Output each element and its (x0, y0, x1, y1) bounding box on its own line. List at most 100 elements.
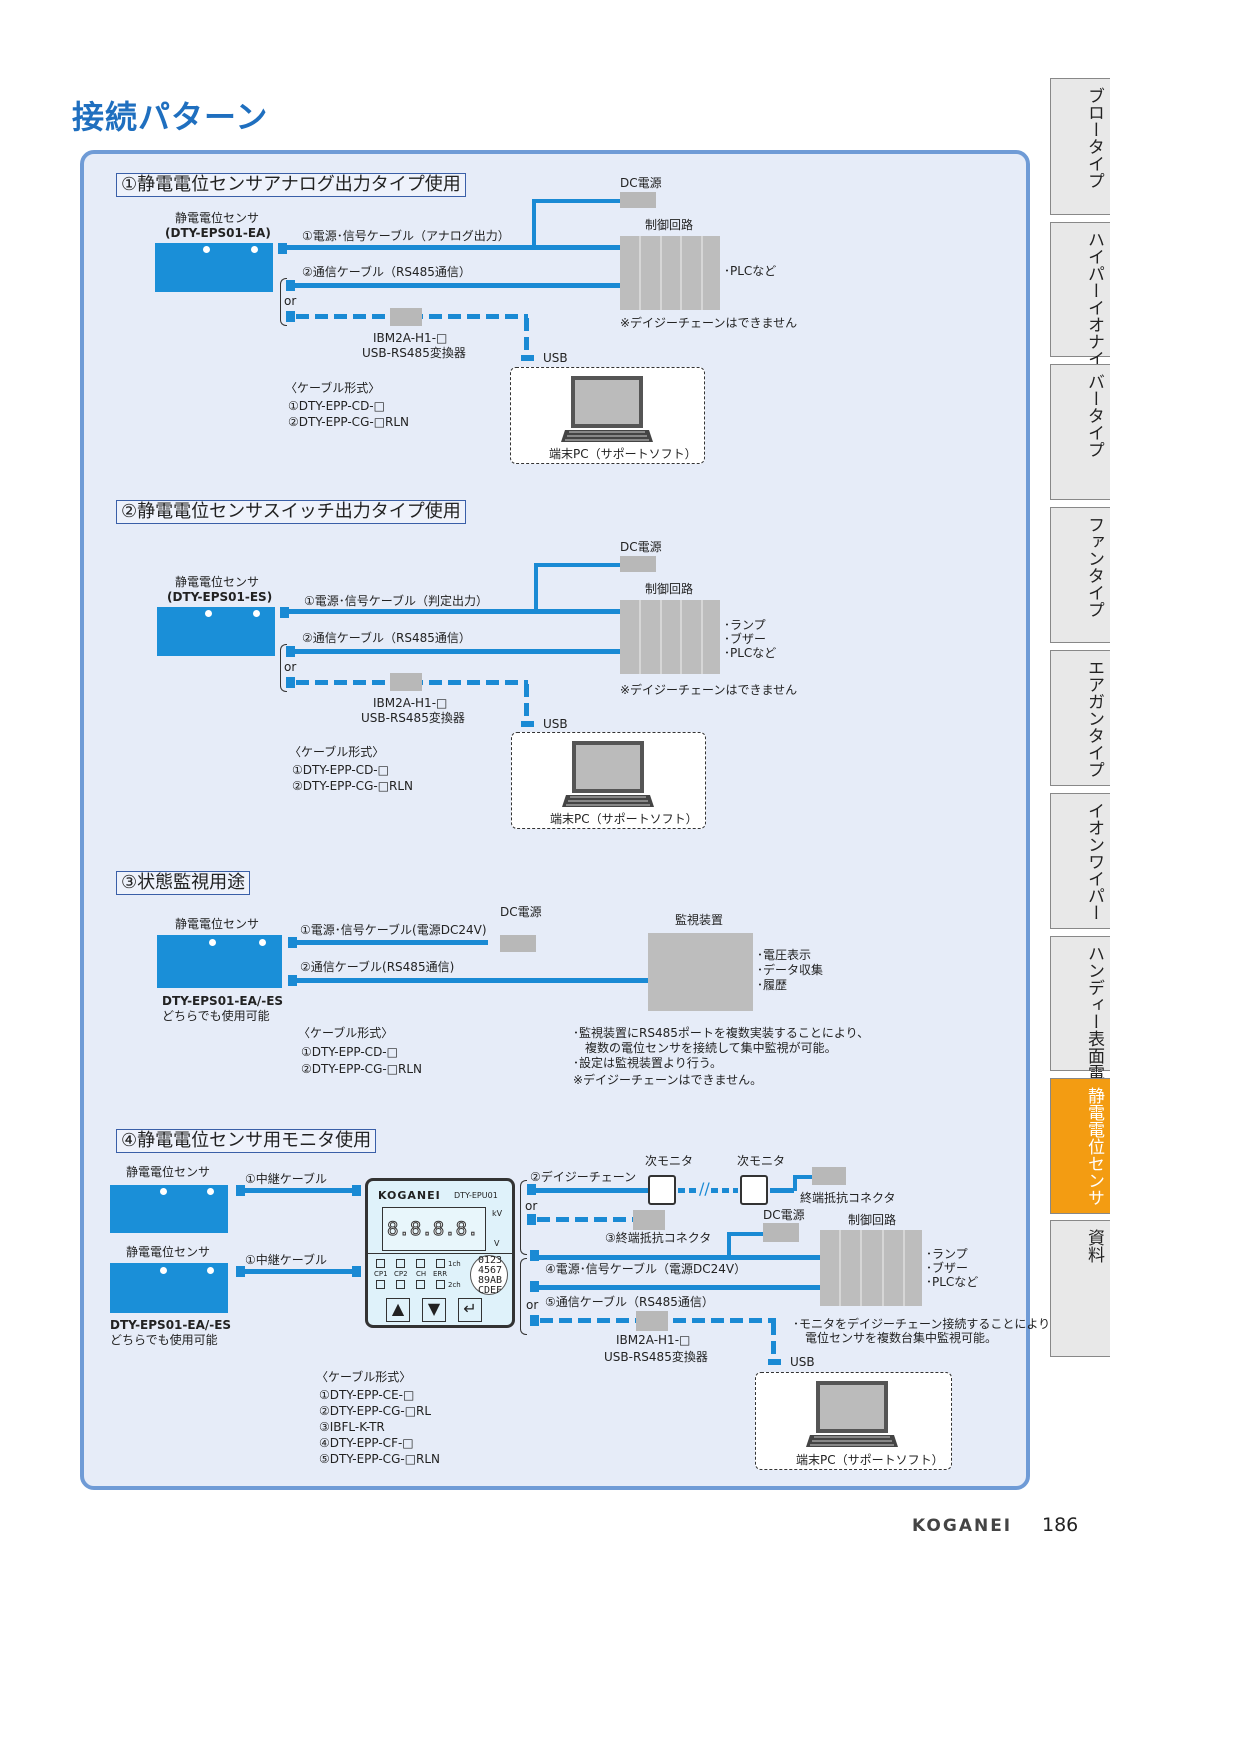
or-label: or (284, 294, 297, 308)
sensor-label: 静電電位センサ (126, 1165, 211, 1179)
tab-fan-type[interactable]: ファンタイプ (1050, 507, 1110, 643)
section-heading: ③状態監視用途 (116, 871, 251, 895)
connector (352, 1185, 361, 1196)
laptop-icon (806, 1381, 898, 1447)
cable-label: ①中継ケーブル (245, 1172, 328, 1186)
tab-handy-meter[interactable]: ハンディー表面電位計 (1050, 936, 1110, 1115)
cable-format-item: ②DTY-EPP-CG-□RLN (292, 779, 414, 793)
brace (280, 278, 287, 326)
dc-power-unit (620, 192, 656, 208)
ch-label: 2ch (448, 1281, 461, 1289)
tab-electrostatic-sensor[interactable]: 静電電位センサ (1050, 1078, 1110, 1214)
cable-label: ①電源･信号ケーブル（判定出力） (304, 594, 489, 608)
usb-converter (390, 308, 422, 326)
note: ※デイジーチェーンはできません (620, 316, 798, 330)
sensor-model: DTY-EPS01-EA/-ES (162, 994, 284, 1008)
output-item: ･電圧表示 (757, 948, 812, 962)
usb-label: USB (543, 351, 568, 365)
note: ･設定は監視装置より行う。 (573, 1056, 723, 1070)
cable-format-title: 〈ケーブル形式〉 (289, 745, 385, 759)
cable-label: ①電源･信号ケーブル（アナログ出力） (302, 229, 510, 243)
pc-box: 端末PC（サポートソフト） (511, 732, 706, 829)
brand-logo: KOGANEI (912, 1516, 1013, 1536)
cable-label: ②通信ケーブル（RS485通信） (302, 631, 471, 645)
pc-box: 端末PC（サポートソフト） (510, 367, 705, 464)
tab-hyper-ionizer[interactable]: ハイパーイオナイザー (1050, 222, 1110, 401)
power-signal-cable (288, 609, 620, 614)
output-item: ･ランプ (724, 618, 766, 632)
tab-label: ファンタイプ (1084, 516, 1104, 618)
connector (236, 1266, 245, 1277)
converter-label: USB-RS485変換器 (362, 346, 466, 360)
connector (530, 1315, 539, 1326)
dc-power-unit (763, 1223, 799, 1242)
dc-power-label: DC電源 (763, 1208, 805, 1222)
note: ･モニタをデイジーチェーン接続することにより (793, 1317, 1051, 1331)
connector (527, 1184, 536, 1195)
connector (278, 243, 287, 254)
monitor-label: 監視装置 (675, 913, 724, 927)
tab-label: バータイプ (1084, 373, 1104, 458)
up-button[interactable]: ▲ (386, 1298, 410, 1322)
tab-airgun-type[interactable]: エアガンタイプ (1050, 650, 1110, 786)
cable-format-item: ①DTY-EPP-CD-□ (301, 1045, 398, 1059)
daisy-chain-cable (535, 1188, 648, 1193)
usb-converter (636, 1311, 668, 1331)
cable-format-item: ⑤DTY-EPP-CG-□RLN (319, 1452, 441, 1466)
pc-label: 端末PC（サポートソフト） (550, 812, 698, 826)
sensor-model: (DTY-EPS01-ES) (167, 590, 273, 604)
terminator-cable (793, 1175, 797, 1191)
dc-branch-cable (727, 1232, 763, 1236)
address-dial[interactable]: 0123456789ABCDEF (470, 1255, 508, 1296)
enter-button[interactable]: ↵ (458, 1298, 482, 1322)
dc-branch-cable (532, 199, 620, 203)
converter-model: IBM2A-H1-□ (616, 1333, 691, 1347)
output-item: ･履歴 (757, 978, 788, 992)
or-label: or (526, 1298, 539, 1312)
pc-label: 端末PC（サポートソフト） (796, 1453, 944, 1467)
next-monitor-label: 次モニタ (645, 1154, 694, 1168)
comm-cable (538, 1285, 820, 1290)
cable-label: ④電源･信号ケーブル（電源DC24V） (545, 1262, 747, 1276)
model-note: どちらでも使用可能 (162, 1009, 270, 1023)
brace (520, 1180, 527, 1255)
cable-format-item: ②DTY-EPP-CG-□RLN (288, 415, 410, 429)
cable-format-title: 〈ケーブル形式〉 (285, 381, 381, 395)
terminator-cable (770, 1188, 794, 1193)
connector (286, 646, 295, 657)
cable-format-item: ②DTY-EPP-CG-□RL (319, 1404, 432, 1418)
usb-plug (521, 355, 534, 361)
control-circuit (620, 236, 720, 310)
cable-label: ⑤通信ケーブル（RS485通信） (545, 1295, 714, 1309)
lcd-digits: 8.8.8.8. (387, 1218, 480, 1241)
led-label: ERR (433, 1270, 448, 1278)
dc-power-unit (620, 556, 656, 572)
break-mark-icon: // (699, 1179, 710, 1198)
converter-label: USB-RS485変換器 (604, 1350, 708, 1364)
terminator-cable (793, 1175, 813, 1179)
output-item: ･ブザー (926, 1261, 969, 1275)
down-button[interactable]: ▼ (422, 1298, 446, 1322)
dc-branch-cable (532, 200, 536, 248)
brace (280, 644, 287, 692)
unit-v: V (494, 1239, 500, 1248)
led-label: CP2 (394, 1270, 408, 1278)
tab-blow-type[interactable]: ブロータイプ (1050, 78, 1110, 215)
output-item: ･PLCなど (724, 646, 777, 660)
dc-branch-cable (727, 1233, 731, 1258)
tab-label: 静電電位センサ (1084, 1087, 1104, 1206)
cable-format-title: 〈ケーブル形式〉 (298, 1026, 394, 1040)
tab-bar-type[interactable]: バータイプ (1050, 364, 1110, 500)
control-label: 制御回路 (645, 218, 694, 232)
tab-ion-wiper[interactable]: イオンワイパー (1050, 793, 1110, 929)
led-indicator (376, 1259, 385, 1268)
unit-kv: kV (492, 1209, 503, 1218)
connector (286, 677, 295, 688)
power-signal-cable (286, 245, 620, 250)
tab-reference[interactable]: 資料 (1050, 1220, 1110, 1357)
next-monitor-icon (648, 1175, 676, 1205)
output-item: ･ランプ (926, 1247, 968, 1261)
led-indicator (396, 1259, 405, 1268)
usb-label: USB (543, 717, 568, 731)
laptop-icon (561, 376, 653, 442)
